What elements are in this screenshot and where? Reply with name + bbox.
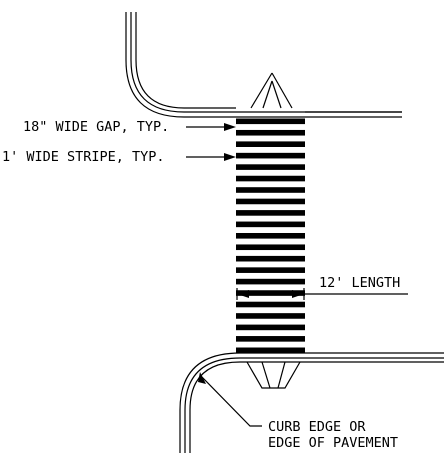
crosswalk-stripe xyxy=(236,301,305,308)
crosswalk-stripe xyxy=(236,210,305,216)
crosswalk-stripe xyxy=(236,164,305,170)
top-curb-edge xyxy=(125,12,402,118)
length-arrow-right xyxy=(292,290,304,298)
crosswalk-stripe xyxy=(236,141,305,147)
stripe-leader-arrow xyxy=(224,153,236,161)
curb-label-line2: EDGE OF PAVEMENT xyxy=(268,435,398,451)
crosswalk-stripe xyxy=(236,324,305,331)
top-curb-line-outer xyxy=(125,12,402,118)
bottom-curb-line-outer xyxy=(179,352,444,453)
crosswalk-stripe xyxy=(236,175,305,182)
length-arrow-left xyxy=(237,290,249,298)
crosswalk-stripe xyxy=(236,244,305,251)
bottom-curb-line-middle xyxy=(184,357,444,453)
crosswalk-stripe xyxy=(236,313,305,319)
crosswalk-stripe xyxy=(236,278,305,285)
crosswalk-stripe xyxy=(236,290,305,296)
bottom-curb-edge xyxy=(179,352,444,453)
top-curb-line-inner xyxy=(135,12,185,109)
crosswalk-stripes xyxy=(236,118,305,354)
top-ramp-inner-left xyxy=(262,80,273,109)
bottom-ramp xyxy=(246,361,301,389)
curb-leader-line xyxy=(200,375,262,427)
bottom-ramp-outline xyxy=(246,361,301,389)
crosswalk-stripe xyxy=(236,187,305,193)
crosswalk-stripe xyxy=(236,152,305,159)
crosswalk-stripe xyxy=(236,336,305,342)
gap-leader-arrow xyxy=(224,123,236,131)
top-ramp-left-line xyxy=(250,72,273,109)
crosswalk-stripe xyxy=(236,129,305,136)
length-label: 12' LENGTH xyxy=(319,275,400,291)
top-ramp-right-line xyxy=(271,72,293,109)
curb-label-line1: CURB EDGE OR xyxy=(268,419,366,435)
crosswalk-stripe xyxy=(236,267,305,273)
top-ramp-inner-right xyxy=(271,80,282,109)
bottom-ramp-inner-left xyxy=(261,361,271,389)
crosswalk-stripe xyxy=(236,118,305,125)
crosswalk-stripe xyxy=(236,221,305,228)
stripe-label: 1' WIDE STRIPE, TYP. xyxy=(2,149,165,165)
gap-callout: 18" WIDE GAP, TYP. xyxy=(23,119,236,135)
top-ramp xyxy=(250,72,293,109)
crosswalk-stripe xyxy=(236,347,305,354)
curb-callout: CURB EDGE OR EDGE OF PAVEMENT xyxy=(198,372,398,451)
gap-label: 18" WIDE GAP, TYP. xyxy=(23,119,169,135)
curb-leader-arrow xyxy=(198,372,206,384)
stripe-callout: 1' WIDE STRIPE, TYP. xyxy=(2,149,236,165)
crosswalk-stripe xyxy=(236,233,305,239)
bottom-curb-line-inner xyxy=(189,361,444,453)
crosswalk-stripe xyxy=(236,198,305,205)
top-curb-line-middle xyxy=(130,12,402,113)
length-dimension: 12' LENGTH xyxy=(236,275,408,300)
crosswalk-stripe xyxy=(236,255,305,262)
bottom-ramp-inner-right xyxy=(277,361,286,389)
